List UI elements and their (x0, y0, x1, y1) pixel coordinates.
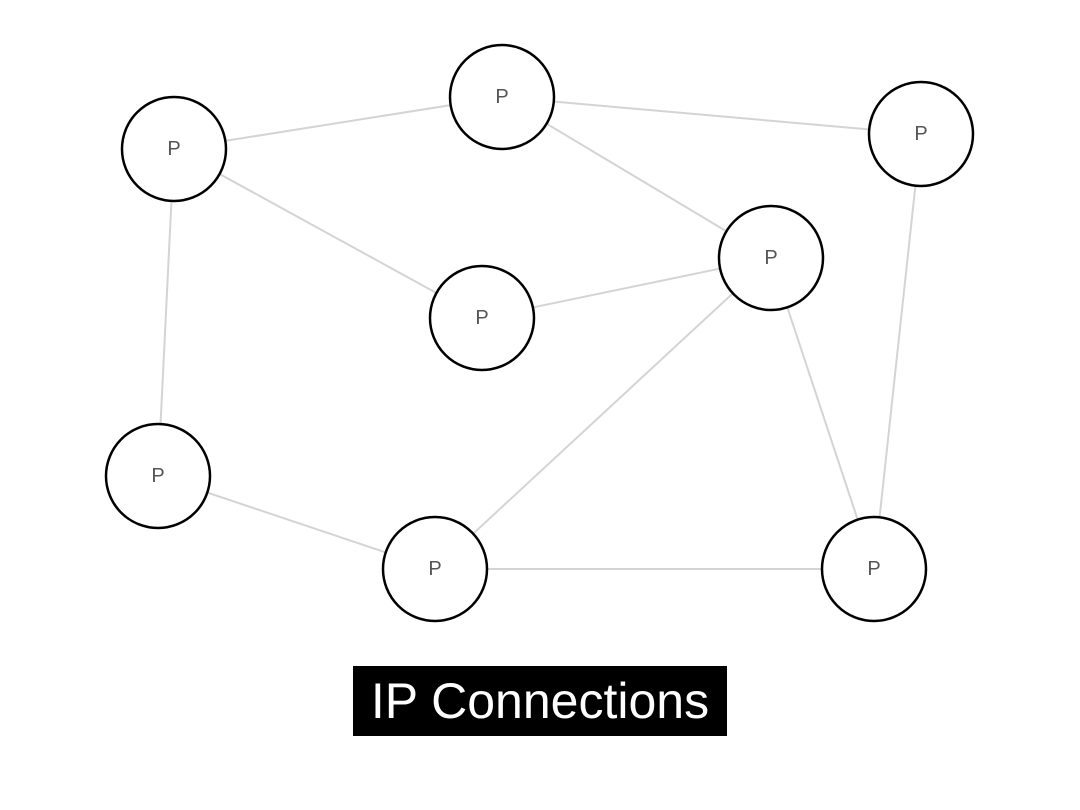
node-n4: P (428, 264, 536, 372)
title-banner: IP Connections (353, 666, 727, 736)
node-label: P (764, 247, 777, 269)
edge-n1-n6 (157, 148, 175, 477)
node-n1: P (120, 95, 228, 203)
node-n5: P (717, 204, 825, 312)
edge-n1-n4 (173, 148, 483, 319)
node-n2: P (448, 43, 556, 151)
node-n7: P (381, 515, 489, 623)
nodes-layer: P P P P P P P P (104, 43, 975, 623)
edge-n3-n8 (873, 133, 922, 570)
edge-n5-n8 (770, 257, 875, 570)
node-circle (428, 264, 536, 372)
edge-n5-n7 (434, 257, 772, 570)
node-circle (120, 95, 228, 203)
node-n8: P (820, 515, 928, 623)
node-label: P (495, 86, 508, 108)
node-circle (381, 515, 489, 623)
node-label: P (475, 307, 488, 329)
node-circle (717, 204, 825, 312)
node-label: P (151, 465, 164, 487)
node-circle (867, 80, 975, 188)
node-label: P (867, 558, 880, 580)
node-label: P (428, 558, 441, 580)
edge-n2-n3 (501, 96, 922, 135)
node-circle (448, 43, 556, 151)
diagram-title: IP Connections (370, 673, 710, 729)
edges-layer (157, 96, 922, 570)
node-label: P (167, 138, 180, 160)
node-circle (820, 515, 928, 623)
node-label: P (914, 123, 927, 145)
edge-n1-n2 (173, 96, 503, 150)
node-n3: P (867, 80, 975, 188)
node-circle (104, 422, 212, 530)
node-n6: P (104, 422, 212, 530)
